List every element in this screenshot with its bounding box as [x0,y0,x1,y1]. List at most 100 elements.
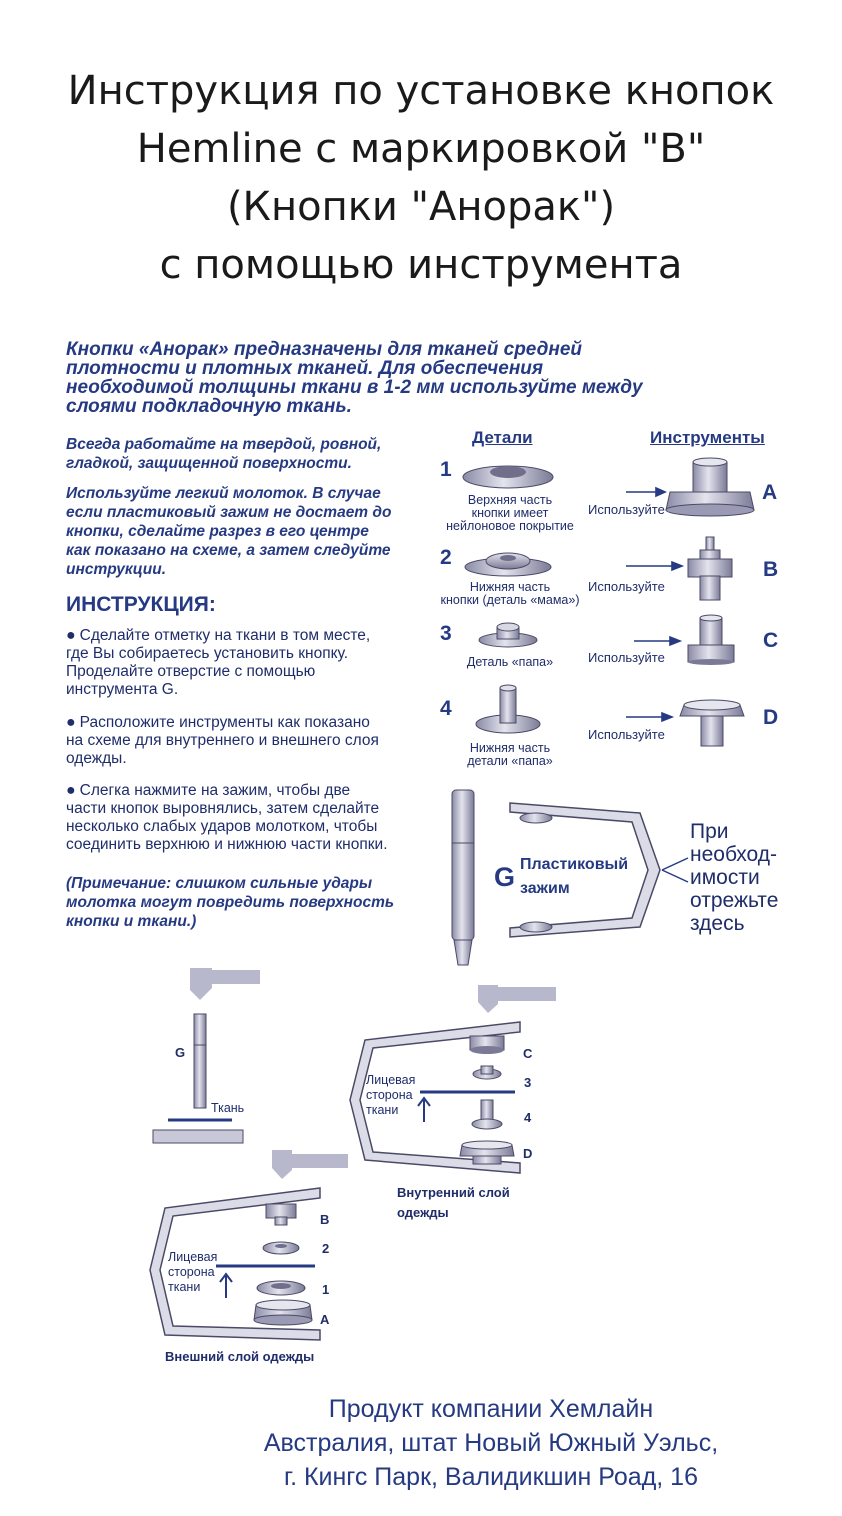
cut-line: отрежьте [690,889,779,912]
caption-line: Нижняя часть [469,580,551,594]
details-heading: Детали [472,428,533,447]
cut-line: здесь [690,912,745,935]
hammer-note: Используйте легкий молоток. В случае есл… [66,484,432,579]
part-number-1: 1 [440,458,452,481]
plastic-clamp-icon [509,802,689,938]
step-line: инструмента G. [66,681,179,698]
intro-line: Кнопки «Анорак» предназначены для тканей… [66,339,582,360]
tool-letter-c: C [763,629,779,652]
clamp-label-line: зажим [520,880,570,897]
part-number-3: 3 [440,622,452,645]
step-2: ●Расположите инструменты как показано на… [66,714,426,768]
inner-label-4: 4 [524,1110,532,1125]
bullet: ● [66,714,76,731]
tool-d-icon [679,699,745,747]
step-line: несколько слабых ударов молотком, чтобы [66,818,378,835]
clamp-label: Пластиковый зажим [520,853,628,901]
step-line: Сделайте отметку на ткани в том месте, [79,627,371,644]
step-line: соединить верхнюю и нижнюю части кнопки. [66,836,388,853]
caption-line: Верхняя часть [467,493,553,507]
note-line: Используйте легкий молоток. В случае [66,485,381,502]
outer-layer-diagram [149,1187,321,1341]
caption-line: кнопки (деталь «мама») [440,593,580,607]
tool-g-punch-icon [451,789,475,966]
title-line-4: с помощью инструмента [159,242,683,288]
face-line: сторона [366,1088,413,1102]
instructions-heading: ИНСТРУКЦИЯ: [66,593,216,616]
part-3-stud-icon [478,622,538,648]
tool-letter-b: B [763,558,779,581]
bullet: ● [66,627,76,644]
part-caption-4: Нижняя часть детали «папа» [440,742,580,768]
inner-face-label: Лицевая сторона ткани [366,1073,415,1118]
bullet: ● [66,782,76,799]
title-line-2: Hemline с маркировкой "B" [136,126,706,172]
face-line: сторона [168,1265,215,1279]
step-line: одежды. [66,750,127,767]
tool-b-icon [687,536,733,601]
inner-label-d: D [523,1146,533,1161]
note-line: как показано на схеме, а затем следуйте [66,542,391,559]
warning-note: (Примечание: слишком сильные удары молот… [66,874,446,931]
part-2-socket-icon [464,552,552,577]
face-line: ткани [168,1280,201,1294]
part-number-2: 2 [440,546,452,569]
part-4-post-icon [475,684,541,734]
tool-c-icon [687,614,735,665]
use-label-c: Используйте [588,650,665,665]
tools-heading: Инструменты [650,428,765,447]
face-line: Лицевая [168,1250,218,1264]
outer-face-label: Лицевая сторона ткани [168,1250,217,1295]
inner-label-3: 3 [524,1075,532,1090]
punch-g-diagram [152,1013,244,1144]
step-line: Проделайте отверстие с помощью [66,663,316,680]
cut-line: необход- [690,843,778,866]
caption-line: Внутренний слой [397,1185,510,1200]
cut-line: При [690,820,729,843]
use-arrows [626,486,685,723]
footer-line: г. Кингс Парк, Валидикшин Роад, 16 [284,1463,698,1491]
caption-line: одежды [397,1205,449,1220]
note-line: молотка могут повредить поверхность [66,894,395,911]
hammer-icon [190,968,260,1000]
step-line: на схеме для внутреннего и внешнего слоя [66,732,379,749]
intro-line: плотности и плотных тканей. Для обеспече… [66,358,544,379]
part-caption-1: Верхняя часть кнопки имеет нейлоновое по… [430,494,590,533]
part-1-cap-icon [462,465,554,489]
step-3: ●Слегка нажмите на зажим, чтобы две част… [66,782,426,854]
use-label-b: Используйте [588,579,665,594]
tool-letter-a: A [762,481,778,504]
inner-layer-diagram [349,1021,521,1174]
outer-layer-caption: Внешний слой одежды [165,1349,315,1364]
fabric-label: Ткань [211,1101,245,1115]
note-line: если пластиковый зажим не достает до [66,504,392,521]
note-line: кнопки и ткани.) [66,913,197,930]
step-line: где Вы собираетесь установить кнопку. [66,645,349,662]
title-line-1: Инструкция по установке кнопок [67,68,775,114]
footer-line: Продукт компании Хемлайн [328,1395,654,1423]
page-title: Инструкция по установке кнопок Hemline с… [0,62,842,294]
step-line: Расположите инструменты как показано [79,714,370,731]
outer-label-1: 1 [322,1282,330,1297]
step-line: Слегка нажмите на зажим, чтобы две [79,782,351,799]
note-line: гладкой, защищенной поверхности. [66,455,352,472]
note-line: кнопки, сделайте разрез в его центре [66,523,369,540]
inner-layer-caption: Внутренний слой одежды [397,1183,510,1223]
part-caption-2: Нижняя часть кнопки (деталь «мама») [430,581,590,607]
step-1: ●Сделайте отметку на ткани в том месте, … [66,627,426,699]
caption-line: детали «папа» [467,754,553,768]
diagram-g-label: G [175,1045,186,1060]
part-number-4: 4 [440,697,452,720]
tool-a-icon [665,457,755,517]
use-label-d: Используйте [588,727,665,742]
face-line: ткани [366,1103,399,1117]
clamp-letter: G [494,862,516,892]
note-line: (Примечание: слишком сильные удары [66,875,373,892]
intro-line: необходимой толщины ткани в 1-2 мм испол… [66,377,643,398]
cut-here-note: При необход- имости отрежьте здесь [690,820,778,935]
outer-label-a: A [320,1312,330,1327]
cut-line: имости [690,866,760,889]
tool-letter-d: D [763,706,779,729]
note-line: Всегда работайте на твердой, ровной, [66,436,382,453]
